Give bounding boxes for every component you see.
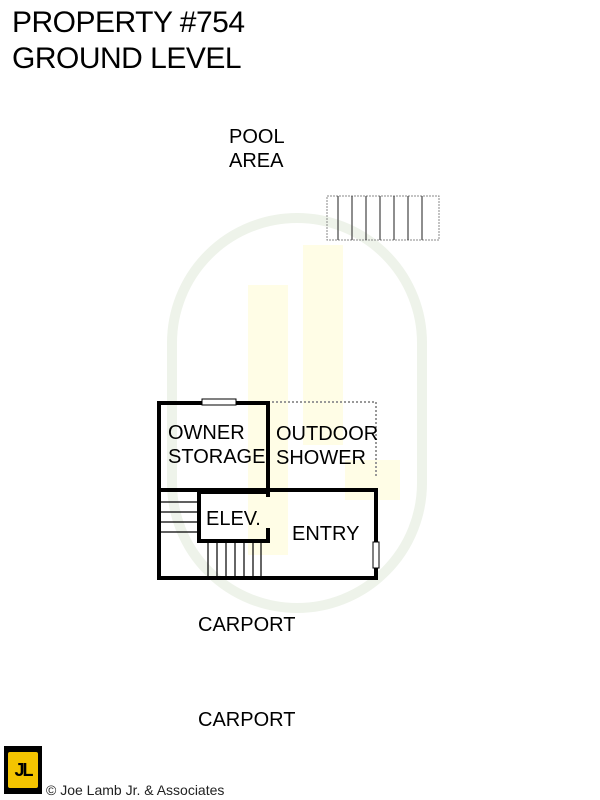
watermark-logo xyxy=(167,213,427,613)
elevator-label: ELEV. xyxy=(206,508,261,530)
pool-area-label: POOL xyxy=(229,126,285,148)
pool-area-label-2: AREA xyxy=(229,150,284,172)
page-title: PROPERTY #754 xyxy=(12,6,245,39)
carport-label: CARPORT xyxy=(198,614,296,636)
entry-walls xyxy=(157,488,380,580)
lower-stairs xyxy=(207,543,262,576)
logo-mark: JL xyxy=(8,752,38,788)
outdoor-shower-label: OUTDOOR xyxy=(276,423,379,445)
page-subtitle: GROUND LEVEL xyxy=(12,42,242,75)
entry-label: ENTRY xyxy=(292,523,360,545)
company-logo: JL xyxy=(4,746,42,794)
owner-storage-label: OWNER xyxy=(168,422,245,444)
copyright-text: © Joe Lamb Jr. & Associates xyxy=(46,782,225,798)
elevator-shaft xyxy=(197,490,270,543)
outdoor-shower-outline xyxy=(268,401,377,478)
owner-storage-label-2: STORAGE xyxy=(168,446,266,468)
outdoor-shower-label-2: SHOWER xyxy=(276,447,366,469)
left-stairs xyxy=(161,501,199,533)
pool-stairs xyxy=(326,195,440,241)
carport-label-2: CARPORT xyxy=(198,709,296,731)
